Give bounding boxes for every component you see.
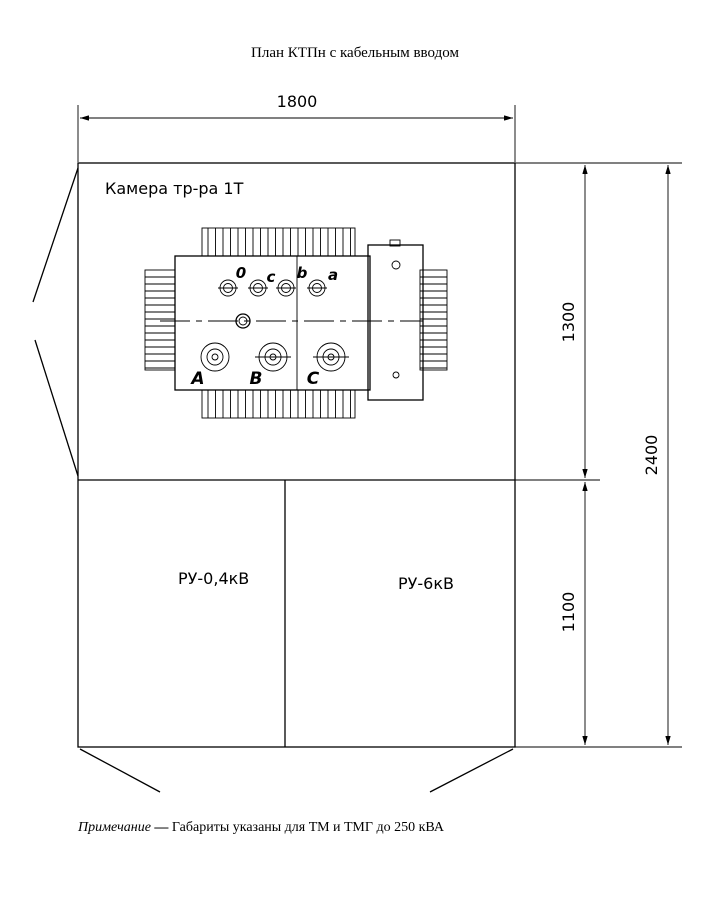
dimension-total-label: 2400 xyxy=(642,435,661,476)
ru-6-label: РУ-6кВ xyxy=(398,574,454,593)
door-leaf-bottom-left xyxy=(79,748,161,793)
lv-bushing xyxy=(307,279,327,297)
door-leaf-left-top xyxy=(32,167,79,303)
lv-bushing xyxy=(248,279,268,297)
bushing-label-a: a xyxy=(328,266,338,284)
door-leaf-bottom-right xyxy=(429,748,514,793)
hv-bushing xyxy=(200,342,230,372)
bushing-label-A: A xyxy=(189,369,204,389)
transformer-chamber-label: Камера тр-ра 1Т xyxy=(105,179,244,198)
dimension-width: 1800 xyxy=(77,92,516,162)
lv-bushing xyxy=(276,279,296,297)
lv-bushing xyxy=(218,279,238,297)
note-label: Примечание xyxy=(77,820,151,835)
hv-bushing xyxy=(313,342,349,372)
note-text: Габариты указаны для ТМ и ТМГ до 250 кВА xyxy=(172,820,445,835)
building-outline xyxy=(32,162,516,793)
bushing-label-b: b xyxy=(297,264,308,282)
bushing-label-0: 0 xyxy=(236,264,246,282)
ru-04-label: РУ-0,4кВ xyxy=(178,569,249,588)
transformer: 0 c b a A B C xyxy=(144,227,448,419)
dimension-chamber-label: 1300 xyxy=(559,302,578,343)
cooling-fins xyxy=(144,227,448,419)
dimension-width-label: 1800 xyxy=(277,92,318,111)
dimension-depth: 1300 1100 2400 xyxy=(515,162,682,748)
dimension-ru-label: 1100 xyxy=(559,592,578,633)
note-dash: — xyxy=(153,820,169,835)
bushing-label-C: C xyxy=(307,369,320,389)
neutral-bushing xyxy=(235,313,251,329)
drawing-title: План КТПн с кабельным вводом xyxy=(251,45,459,61)
door-leaf-left-bottom xyxy=(34,339,79,477)
hv-bushing xyxy=(255,342,291,372)
note: Примечание — Габариты указаны для ТМ и Т… xyxy=(77,820,445,835)
bushing-label-B: B xyxy=(250,369,263,389)
terminal-box xyxy=(367,244,424,401)
bushing-label-c: c xyxy=(267,268,276,286)
